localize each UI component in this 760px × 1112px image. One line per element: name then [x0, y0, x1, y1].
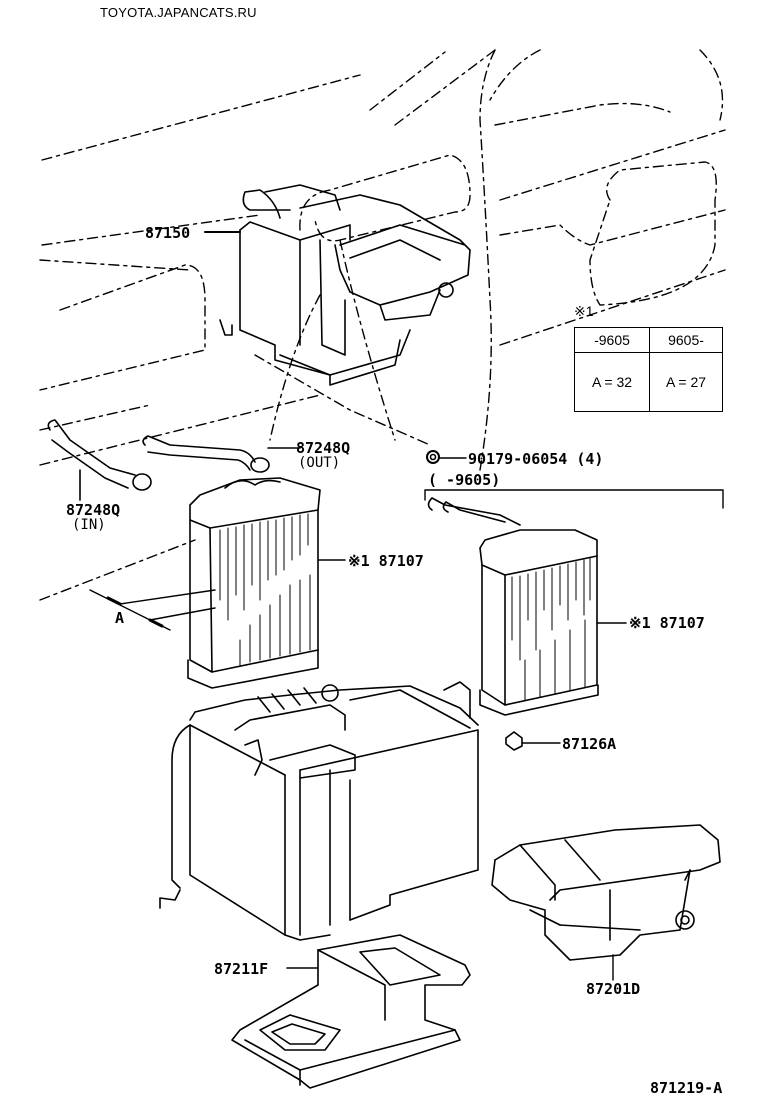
- duct-drawing: [491, 824, 721, 961]
- label-hose-in[interactable]: 87248Q: [66, 501, 121, 519]
- label-heater-unit[interactable]: 87150: [145, 224, 191, 242]
- note-table-value: A = 27: [649, 352, 723, 412]
- label-hose-in-note: (IN): [72, 517, 106, 533]
- watermark: TOYOTA.JAPANCATS.RU: [100, 5, 257, 20]
- note-mark: ※1: [629, 614, 651, 632]
- label-hose-out-note: (OUT): [298, 455, 341, 471]
- note-table-header: -9605: [574, 327, 650, 353]
- note-mark: ※1: [348, 552, 370, 570]
- note-table-header: 9605-: [649, 327, 723, 353]
- note-table: -9605 9605- A = 32 A = 27: [574, 327, 723, 412]
- label-core-left[interactable]: ※1 87107: [348, 553, 424, 569]
- hose-in-drawing: [47, 419, 152, 491]
- label-duct[interactable]: 87201D: [586, 980, 641, 998]
- heater-unit-assembly: [219, 184, 471, 386]
- lower-case-drawing: [231, 934, 471, 1089]
- heater-core-right: [427, 497, 599, 716]
- hose-out-drawing: [142, 435, 270, 473]
- heater-case-upper: [159, 681, 479, 941]
- dashboard-outline: [39, 49, 726, 601]
- range-bracket: [424, 489, 724, 509]
- clip-drawing: [426, 450, 440, 464]
- clip-quantity: (4): [576, 450, 604, 468]
- label-core-right[interactable]: ※1 87107: [629, 615, 705, 631]
- label-hose-out[interactable]: 87248Q: [296, 439, 351, 457]
- label-clip[interactable]: 90179-06054 (4): [468, 451, 603, 467]
- core-right-number: 87107: [659, 614, 705, 632]
- diagram-id: 871219-A: [650, 1079, 723, 1097]
- clip-number: 90179-06054: [468, 450, 568, 468]
- label-core-right-range: ( -9605): [428, 471, 501, 489]
- label-dimension-a: A: [115, 609, 125, 627]
- dimension-a: [89, 589, 216, 631]
- core-left-number: 87107: [378, 552, 424, 570]
- label-bracket[interactable]: 87126A: [562, 735, 617, 753]
- note-table-mark: ※1: [574, 303, 594, 319]
- note-table-value: A = 32: [574, 352, 650, 412]
- heater-core-left: [187, 477, 321, 689]
- bracket-drawing: [505, 731, 523, 751]
- label-lower-case[interactable]: 87211F: [214, 960, 269, 978]
